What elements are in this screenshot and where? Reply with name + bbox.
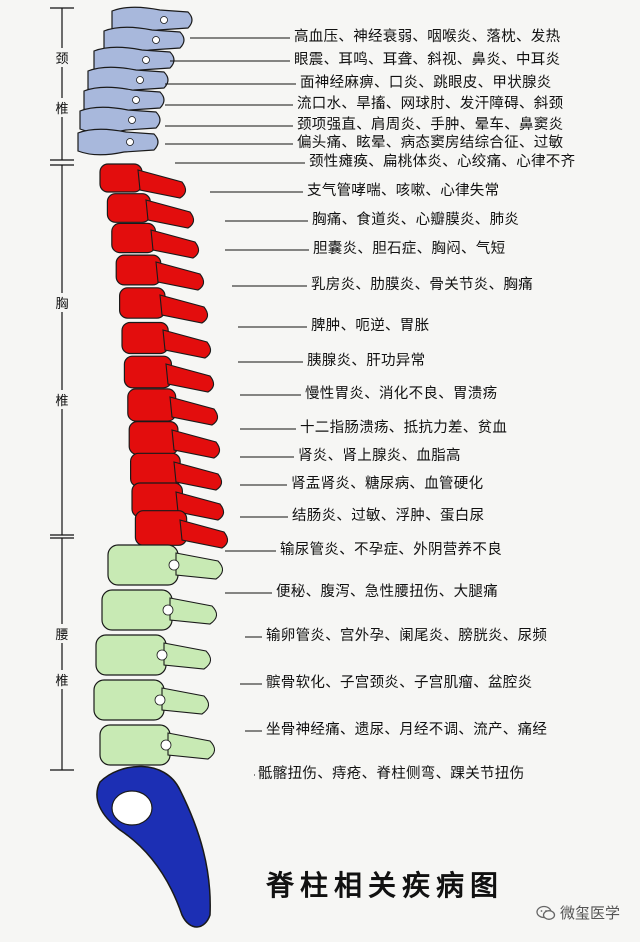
- disease-label-l4: 坐骨神经痛、遗尿、月经不调、流产、痛经: [266, 722, 548, 738]
- cervical-label-2: 椎: [52, 98, 72, 117]
- disease-label-l2: 输卵管炎、宫外孕、阑尾炎、膀胱炎、尿频: [266, 628, 548, 644]
- thoracic-process-6: [162, 329, 212, 359]
- lumbar-foramen-1: [168, 559, 180, 571]
- lumbar-body-2: [101, 589, 173, 631]
- watermark-text: 微玺医学: [560, 904, 621, 922]
- lumbar-process-4: [161, 687, 210, 715]
- diagram-title: 脊柱相关疾病图: [266, 869, 505, 902]
- lumbar-process-3: [163, 642, 212, 670]
- lumbar-process-5: [167, 732, 216, 760]
- cervical-foramen-6: [128, 116, 136, 124]
- disease-label-t2: 胸痛、食道炎、心瓣膜炎、肺炎: [312, 212, 520, 228]
- watermark: 微玺医学: [536, 902, 620, 923]
- lumbar-body-4: [93, 679, 165, 721]
- lumbar-process-1: [175, 552, 224, 580]
- cervical-label-1: 颈: [52, 48, 72, 67]
- disease-label-t8: 十二指肠溃疡、抵抗力差、贫血: [300, 420, 508, 436]
- thoracic-body-3: [111, 222, 157, 254]
- thoracic-process-8: [169, 396, 219, 426]
- disease-label-c1: 高血压、神经衰弱、咽喉炎、落枕、发热: [294, 29, 561, 45]
- lumbar-foramen-5: [160, 739, 172, 751]
- thoracic-process-9: [171, 429, 221, 459]
- lumbar-foramen-3: [156, 649, 168, 661]
- disease-label-t10: 肾盂肾炎、糖尿病、血管硬化: [291, 476, 484, 492]
- cervical-vertebra-6: [79, 106, 161, 134]
- disease-label-t5: 脾肿、呃逆、胃胀: [311, 318, 430, 334]
- cervical-foramen-1: [160, 16, 168, 24]
- wechat-logo-icon: [536, 905, 556, 920]
- lumbar-foramen-2: [162, 604, 174, 616]
- thoracic-process-5: [159, 294, 209, 324]
- thoracic-label-1: 胸: [52, 293, 72, 312]
- disease-label-c4: 流口水、旱搐、网球肘、发汗障碍、斜颈: [297, 96, 564, 112]
- disease-label-t4: 乳房炎、肋膜炎、骨关节炎、胸痛: [311, 277, 533, 293]
- sacral-foramen: [111, 790, 153, 826]
- disease-label-c3: 面神经麻痹、口炎、跳眼皮、甲状腺炎: [300, 75, 552, 91]
- thoracic-body-10: [130, 452, 181, 488]
- thoracic-body-9: [128, 421, 179, 456]
- thoracic-body-8: [127, 388, 177, 422]
- disease-label-t3: 胆囊炎、胆石症、胸闷、气短: [313, 241, 506, 257]
- disease-label-t1: 支气管哮喘、咳嗽、心律失常: [307, 183, 500, 199]
- sacrum: [96, 765, 211, 928]
- section-brackets: [50, 7, 74, 771]
- thoracic-process-7: [165, 363, 215, 393]
- lumbar-process-2: [169, 597, 218, 625]
- cervical-foramen-7: [126, 138, 134, 146]
- leader-lines: [165, 37, 309, 776]
- thoracic-process-1: [137, 169, 187, 199]
- thoracic-process-12: [179, 519, 229, 549]
- disease-label-t12: 输尿管炎、不孕症、外阴营养不良: [280, 542, 502, 558]
- thoracic-body-2: [106, 193, 151, 223]
- lumbar-body-5: [99, 724, 171, 766]
- disease-label-c6: 偏头痛、眩晕、病态窦房结综合征、过敏: [297, 135, 564, 151]
- thoracic-process-3: [150, 229, 200, 259]
- cervical-vertebra-7: [77, 128, 159, 156]
- lumbar-label-1: 腰: [52, 624, 72, 643]
- thoracic-body-12: [134, 510, 188, 546]
- cervical-foramen-2: [152, 36, 160, 44]
- vertebrae: [77, 6, 229, 928]
- lumbar-body-1: [107, 544, 179, 586]
- cervical-foramen-4: [136, 76, 144, 84]
- disease-label-t6: 胰腺炎、肝功异常: [307, 353, 426, 369]
- disease-label-t9: 肾炎、肾上腺炎、血脂高: [298, 448, 461, 464]
- thoracic-process-11: [175, 491, 225, 521]
- disease-label-c7: 颈性瘫痪、扁桃体炎、心绞痛、心律不齐: [309, 154, 576, 170]
- thoracic-process-4: [155, 261, 205, 291]
- disease-label-t11: 结肠炎、过敏、浮肿、蛋白尿: [292, 508, 485, 524]
- lumbar-label-2: 椎: [52, 670, 72, 689]
- thoracic-label-2: 椎: [52, 390, 72, 409]
- thoracic-body-7: [123, 355, 173, 389]
- thoracic-body-5: [118, 287, 166, 319]
- thoracic-body-4: [115, 254, 162, 286]
- thoracic-process-10: [173, 461, 223, 491]
- disease-label-l1: 便秘、腹泻、急性腰扭伤、大腿痛: [276, 584, 498, 600]
- thoracic-body-6: [121, 321, 169, 355]
- cervical-foramen-3: [142, 56, 150, 64]
- disease-label-l3: 髌骨软化、子宫颈炎、子宫肌瘤、盆腔炎: [266, 675, 533, 691]
- disease-label-c2: 眼震、耳鸣、耳聋、斜视、鼻炎、中耳炎: [294, 52, 561, 68]
- disease-label-t7: 慢性胃炎、消化不良、胃溃疡: [305, 386, 498, 402]
- disease-label-l5: 骶髂扭伤、痔疮、脊柱侧弯、踝关节扭伤: [258, 766, 525, 782]
- thoracic-body-1: [99, 163, 143, 193]
- lumbar-foramen-4: [154, 694, 166, 706]
- lumbar-body-3: [95, 634, 167, 676]
- disease-label-c5: 颈项强直、肩周炎、手肿、晕车、鼻窦炎: [297, 117, 564, 133]
- thoracic-process-2: [145, 199, 195, 229]
- cervical-foramen-5: [132, 96, 140, 104]
